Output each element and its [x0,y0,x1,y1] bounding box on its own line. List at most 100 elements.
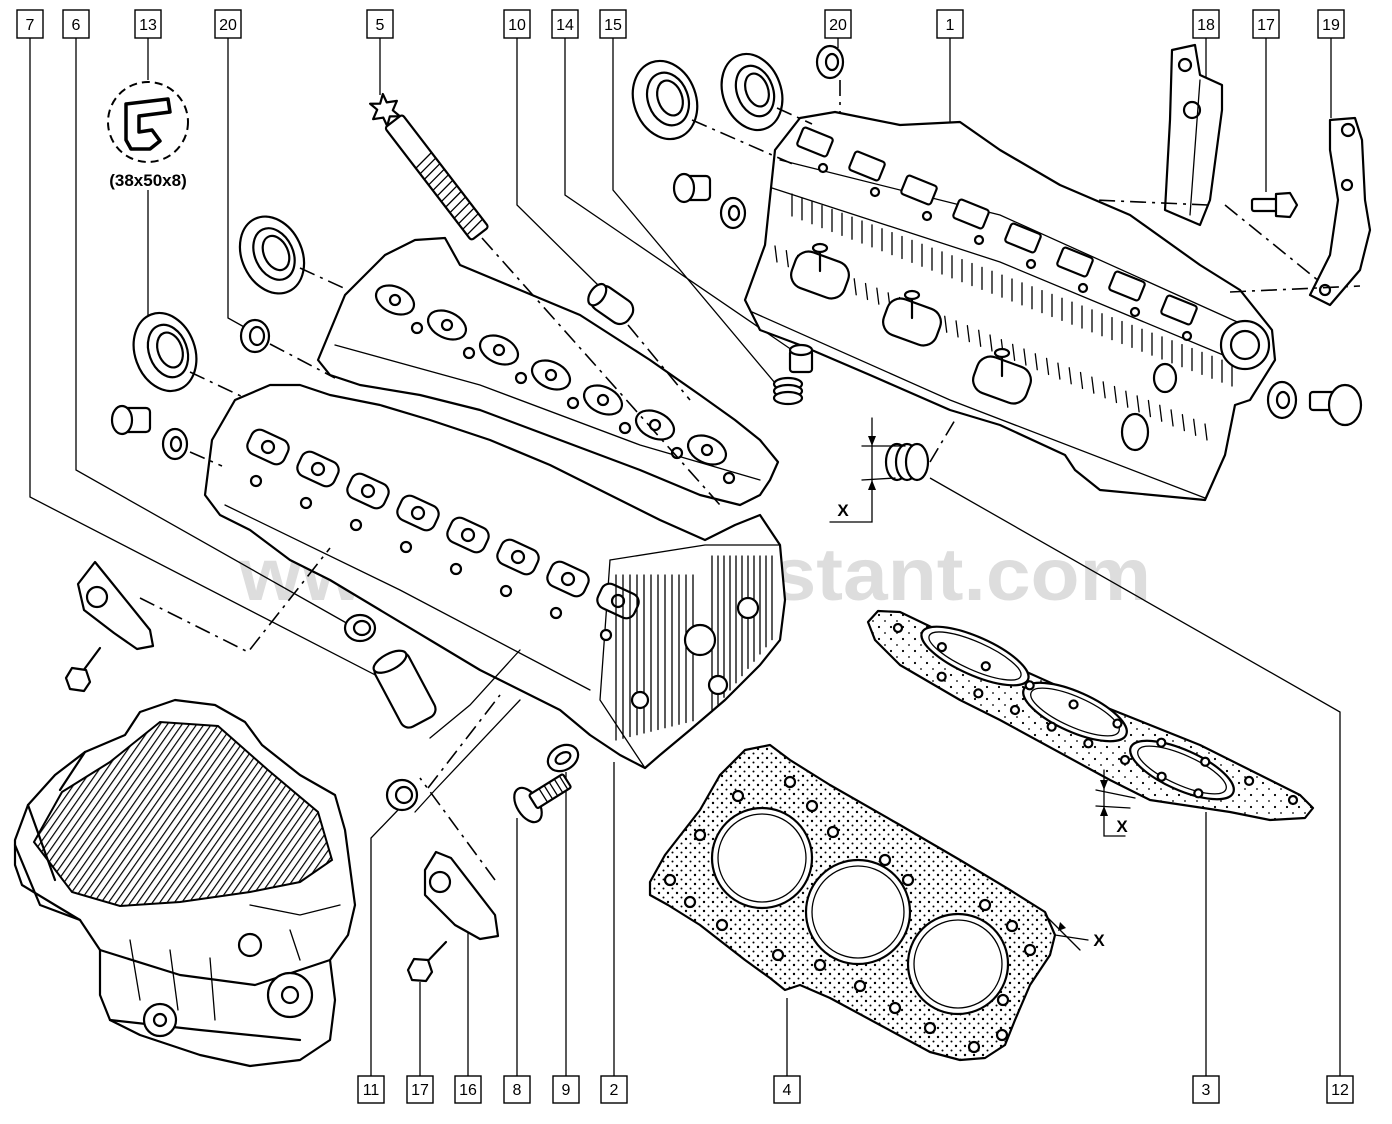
head-bolt-hole [869,186,881,198]
head-bolt-hole [670,446,684,460]
callout-number: 1 [946,17,955,34]
assembly-line [189,451,223,467]
gasket-bolt-hole [731,789,745,803]
valve-ring-11 [385,778,419,812]
cam-bearing-tower [900,174,938,206]
gasket-bore-ring [913,919,1003,1009]
cap-top [788,343,814,357]
gasket-bolt-hole [683,895,697,909]
bracket-hole [85,585,109,609]
bolt-thread [457,207,475,225]
dimension-extension [1095,805,1131,809]
dimension-line [829,417,873,523]
callout-box [62,9,90,39]
washer-hole [1275,390,1291,410]
gasket-bolt-hole [892,622,904,634]
gasket-bolt-hole [1244,775,1255,786]
port-hole [707,674,729,696]
callout-number: 5 [376,17,385,34]
head-bolt-hole [817,162,829,174]
assembly-line [299,267,349,291]
bracket-hole [1177,57,1193,73]
gasket-bolt-hole [805,799,819,813]
seal-size-callout: (38x50x8) [107,81,189,190]
gasket-bore-ring [928,631,1022,681]
head-rib [853,278,857,296]
engine-pulley-hub [280,985,300,1005]
callout-number: 19 [1322,17,1340,34]
left-seals [110,215,349,467]
gasket-bolt-hole [1156,737,1167,748]
lifting-bracket-16 [406,694,501,983]
head-rib [955,320,959,338]
gasket-bolt-hole [1287,794,1299,806]
assembly-line [139,547,331,654]
bolt-thread [427,168,445,186]
engine-assembly [13,698,357,1068]
gasket-bolt-hole [715,918,729,932]
callout-number: 15 [604,17,622,34]
lifter-end [587,282,608,307]
assembly-line [414,699,521,813]
head-rib [1193,418,1197,436]
dimension-label: X [1093,931,1105,950]
gasket-bolt-hole [973,688,984,699]
head-bolt-hole [1181,330,1193,342]
head-bolt-hole [618,421,632,435]
dimension-arrow [1100,806,1108,816]
gasket-bolt-hole [813,958,827,972]
head-rib [1204,423,1208,441]
head-bolt-hole [499,584,513,598]
oil-seal-lip [156,331,184,369]
dimension-mark-2: X [1095,769,1136,837]
camshaft-bore [683,623,717,657]
bolt-head [1274,191,1299,219]
bracket-bend [1189,79,1201,216]
head-rib [1136,395,1140,413]
gasket-bore-ring [717,813,807,903]
spring-coil [904,442,930,482]
gasket-bore [1022,681,1128,743]
cylinder-head-right-edge [771,187,1241,363]
cylinder-head-left-front-deck [224,504,591,691]
dimension-mark-1: X [829,417,906,523]
plug-head [1327,383,1363,427]
cam-bearing-tower [796,126,834,158]
cylinder-head-left-front-details [246,428,773,741]
head-rib [1068,367,1072,385]
head-bolt-hole [566,396,580,410]
ring-inner [352,619,372,637]
gasket-bolt-hole [826,825,840,839]
engine-front-cover [13,750,87,922]
valve-stem [310,461,326,477]
gasket-bolt-hole [978,898,992,912]
head-gasket-3 [866,609,1315,822]
port-hole [630,690,650,710]
valve-stem [260,439,276,455]
seal-profile-icon [124,97,172,151]
head-bolt-hole [299,496,313,510]
gasket-bolt-hole [936,671,947,682]
bracket-hole [1340,178,1354,192]
leader-10 [516,38,599,286]
dimension-arrow [1058,922,1066,931]
bracket-hole [1340,122,1356,138]
cam-bearing-tower [1056,246,1094,278]
callout-box [454,1075,482,1104]
ring-inner [394,785,414,805]
callout-number: 11 [363,1082,380,1099]
valve-stem [560,571,576,587]
tappet-top [372,649,408,674]
bolt-threads [538,775,569,803]
gasket-bolt-hole [1112,718,1123,729]
head-rib [876,287,880,305]
valve-cap-14 [788,343,814,374]
lifting-bracket-left [64,547,331,693]
port-stud-end [903,289,921,301]
callout-box [552,1075,580,1104]
cam-bearing-tower [848,150,886,182]
cam-bearing-tower [952,198,990,230]
gasket-bore-ring [1137,745,1227,795]
bolt-thread [466,218,484,236]
dimension-label: X [1116,817,1128,836]
